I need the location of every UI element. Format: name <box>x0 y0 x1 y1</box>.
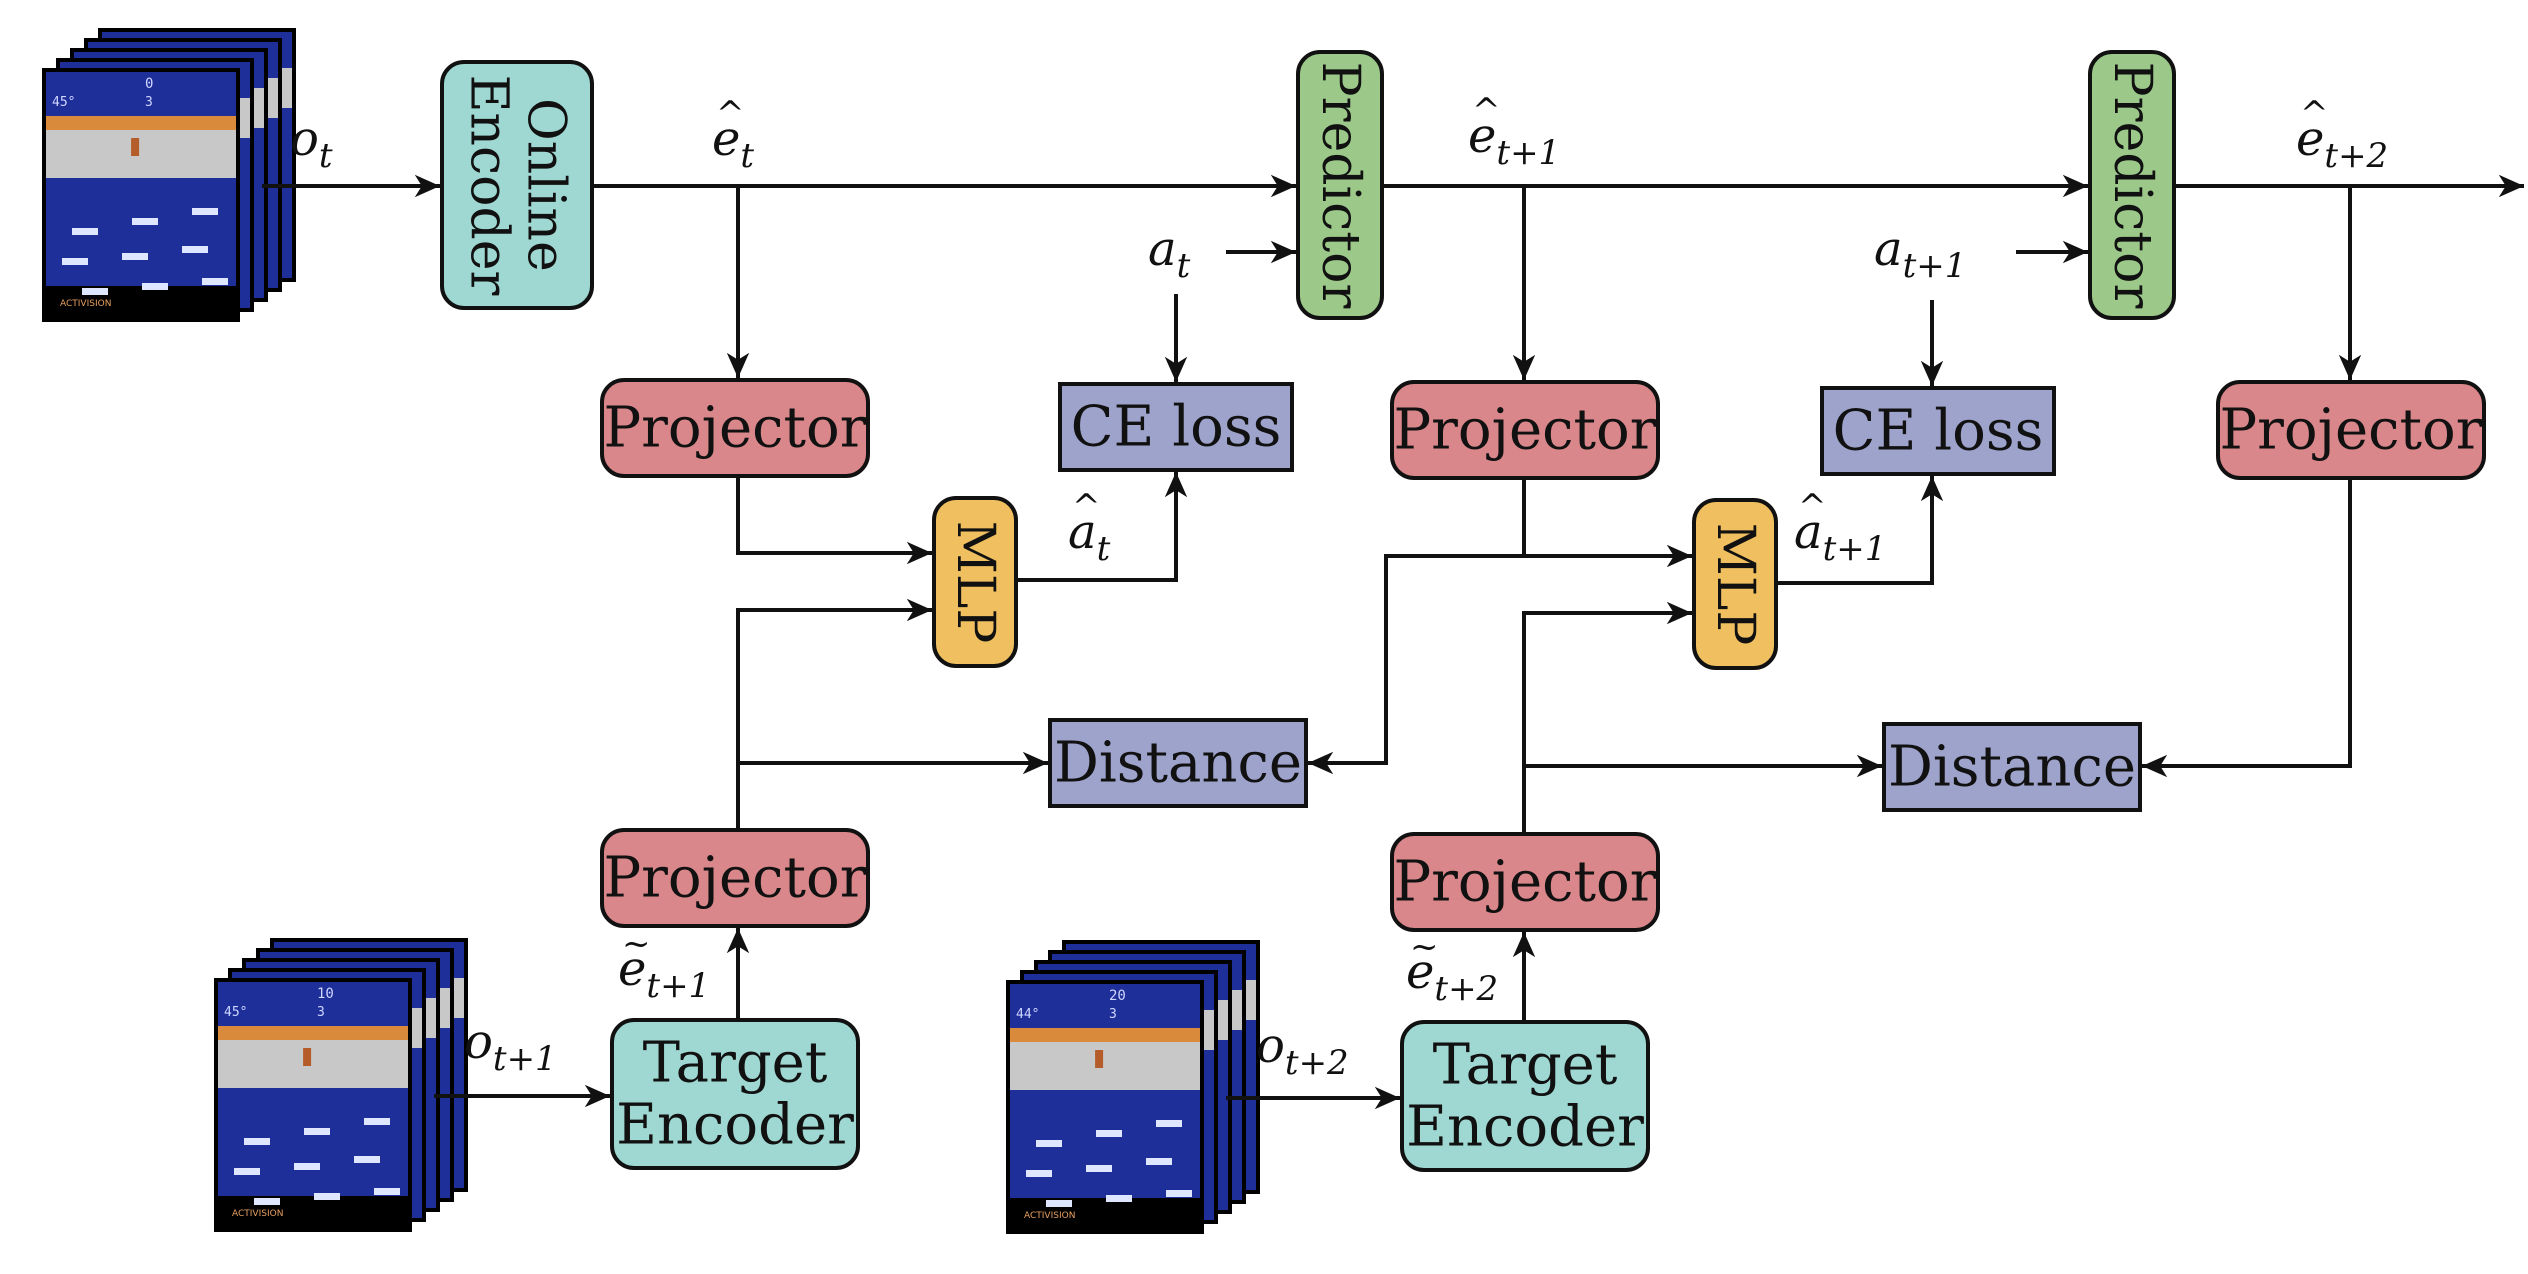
mlp-box-1: MLP <box>932 496 1018 668</box>
svg-text:et+1: et+1 <box>618 941 710 1006</box>
svg-text:^: ^ <box>1472 91 1501 131</box>
projector-bottom-1-label-1: Projector <box>603 846 866 911</box>
svg-text:et+2: et+2 <box>2296 111 2388 176</box>
svg-text:ot: ot <box>290 111 333 176</box>
projector-box-bottom-2: Projector <box>1390 832 1660 932</box>
label-o-t: ot <box>290 111 333 176</box>
projector-top-3-label-1: Projector <box>2219 398 2482 463</box>
frame-lives: 3 <box>145 95 153 110</box>
ce-loss-box-2: CE loss <box>1820 386 2056 476</box>
edge-proj1-to-mlp1 <box>736 476 932 565</box>
mlp-1-label-1: MLP <box>945 521 1005 644</box>
svg-text:^: ^ <box>1798 487 1827 527</box>
edge-projb2-to-mlp2 <box>1522 601 1692 832</box>
label-a-hat-t1: at+1^ <box>1794 487 1886 569</box>
label-e-tilde-t1: et+1~ <box>618 924 710 1006</box>
ce-loss-1-label-1: CE loss <box>1071 395 1282 460</box>
svg-text:at+1: at+1 <box>1874 221 1966 286</box>
edge-proj3-to-dist2 <box>2142 478 2352 778</box>
label-a-t1: at+1 <box>1874 221 1966 286</box>
svg-text:at: at <box>1068 504 1111 569</box>
svg-text:at: at <box>1148 221 1191 286</box>
label-o-t2: ot+2 <box>1256 1018 1349 1083</box>
mlp-2-label-1: MLP <box>1705 523 1765 646</box>
svg-text:ot+2: ot+2 <box>1256 1018 1349 1083</box>
predictor-box-2: Predictor <box>2088 50 2176 320</box>
svg-text:^: ^ <box>716 94 745 134</box>
distance-box-1: Distance <box>1048 718 1308 808</box>
svg-text:at+1: at+1 <box>1794 504 1886 569</box>
target-encoder-1-label-1: Target <box>643 1031 828 1096</box>
svg-text:^: ^ <box>2300 94 2329 134</box>
mlp-box-2: MLP <box>1692 498 1778 670</box>
label-a-hat-t: at^ <box>1068 487 1111 569</box>
online-encoder-label-2: Encoder <box>458 75 518 296</box>
label-o-t1: ot+1 <box>464 1014 557 1079</box>
target-encoder-2-label-1: Target <box>1433 1033 1618 1098</box>
target-encoder-1-label-2: Encoder <box>616 1092 854 1157</box>
svg-text:et+1: et+1 <box>1468 108 1560 173</box>
frame-lives: 3 <box>317 1005 325 1020</box>
edge-projb1-to-mlp1 <box>736 598 932 828</box>
frame-score-top: 0 <box>145 76 153 92</box>
distance-box-2: Distance <box>1882 722 2142 812</box>
predictor-2-label-1: Predictor <box>2102 62 2162 309</box>
edges <box>262 174 2524 1110</box>
distance-2-label-1: Distance <box>1888 735 2136 800</box>
predictor-box-1: Predictor <box>1296 50 1384 320</box>
projector-bottom-2-label-1: Projector <box>1393 850 1656 915</box>
frame-temperature: 45° <box>52 95 75 110</box>
label-a-t: at <box>1148 221 1191 286</box>
frame-temperature: 45° <box>224 1005 247 1020</box>
label-e-hat-t2: et+2^ <box>2296 94 2388 176</box>
ce-loss-box-1: CE loss <box>1058 382 1294 472</box>
projector-top-2-label-1: Projector <box>1393 398 1656 463</box>
label-e-tilde-t2: et+2~ <box>1406 927 1498 1009</box>
observation-frames: 045°3ACTIVISION1045°3ACTIVISION2044°3ACT… <box>42 28 1260 1234</box>
frame-temperature: 44° <box>1016 1007 1039 1022</box>
projector-box-top-1: Projector <box>600 378 870 478</box>
edge-mlp2-to-celoss2 <box>1776 476 1944 585</box>
frame-lives: 3 <box>1109 1007 1117 1022</box>
edge-proj2-to-dist1 <box>1308 554 1524 775</box>
projector-box-top-2: Projector <box>1390 380 1660 480</box>
svg-text:ot+1: ot+1 <box>464 1014 557 1079</box>
frame-brand: ACTIVISION <box>60 299 111 309</box>
projector-box-top-3: Projector <box>2216 380 2486 480</box>
frame-score-top: 10 <box>317 986 334 1002</box>
edge-proj2-to-mlp2 <box>1522 478 1692 568</box>
svg-text:et: et <box>712 111 754 176</box>
label-e-hat-t: et^ <box>712 94 754 176</box>
frame-brand: ACTIVISION <box>1024 1211 1075 1221</box>
distance-1-label-1: Distance <box>1054 731 1302 796</box>
frame-score-top: 20 <box>1109 988 1126 1004</box>
edge-mlp1-to-celoss1 <box>1016 472 1188 582</box>
projector-top-1-label-1: Projector <box>603 396 866 461</box>
target-encoder-2-label-2: Encoder <box>1406 1094 1644 1159</box>
svg-text:et+2: et+2 <box>1406 944 1498 1009</box>
online-encoder-label-1: Online <box>516 98 576 272</box>
svg-text:~: ~ <box>622 924 651 964</box>
svg-text:~: ~ <box>1410 927 1439 967</box>
ce-loss-2-label-1: CE loss <box>1833 399 2044 464</box>
frame-brand: ACTIVISION <box>232 1209 283 1219</box>
projector-box-bottom-1: Projector <box>600 828 870 928</box>
svg-text:^: ^ <box>1072 487 1101 527</box>
label-e-hat-t1: et+1^ <box>1468 91 1560 173</box>
predictor-1-label-1: Predictor <box>1310 62 1370 309</box>
